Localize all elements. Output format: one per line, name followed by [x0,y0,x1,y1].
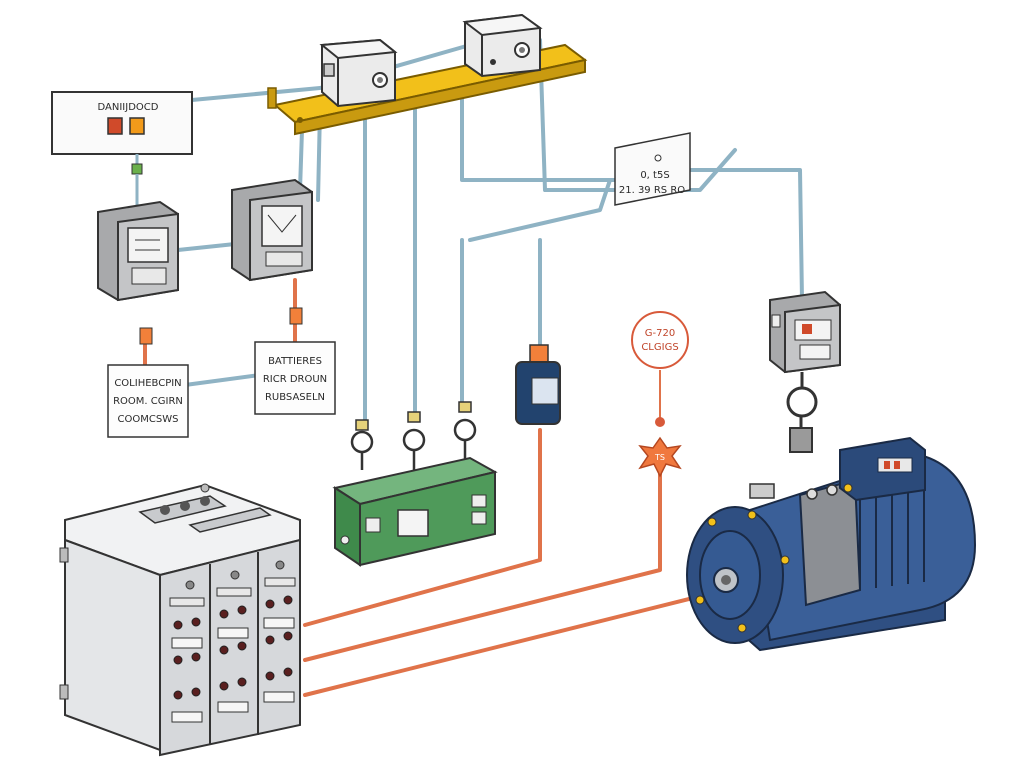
wire-relay-link [176,242,237,252]
ring-caps [355,401,472,431]
svg-text:RUBSASELN: RUBSASELN [265,392,325,403]
svg-text:0, t5S: 0, t5S [640,170,669,181]
wire-bus-drop-3 [460,68,617,182]
warning-star-icon: TS [638,436,682,478]
junction-box-left [319,38,398,108]
note-box-middle: BATTIERES RICR DROUN RUBSASELN [254,341,336,415]
power-wire-1 [303,428,542,627]
svg-text:G-720: G-720 [645,328,675,339]
svg-text:ROOM. CGIRN: ROOM. CGIRN [113,396,183,407]
wire-note-connect [183,373,262,387]
electric-motor [686,436,977,652]
meter-readout: 0, t5S 21. 39 RS RO [614,132,691,206]
note-box-left: COLIHEBCPIN ROOM. CGIRN COOMCSWS [107,364,189,438]
svg-text:COOMCSWS: COOMCSWS [118,414,179,425]
wire-meter-to-motor-relay [688,168,804,302]
svg-text:TS: TS [654,453,665,462]
power-wire-3 [303,588,727,697]
indicator-panel: DANIIJDOCD [51,91,193,205]
fuse-capacitor [515,344,561,425]
ring-terminals [350,418,477,470]
svg-text:RICR DROUN: RICR DROUN [263,374,327,385]
wire-panel-to-bus [190,43,472,102]
svg-text:COLIHEBCPIN: COLIHEBCPIN [114,378,181,389]
svg-text:BATTIERES: BATTIERES [268,356,322,367]
red-tag: G-720 CLGIGS [631,311,689,427]
svg-text:21. 39 RS RO: 21. 39 RS RO [619,185,685,196]
control-cabinet [59,483,301,757]
indicator-lamp-icon [129,117,145,135]
gauge-icon [127,227,169,263]
green-relay-module [332,456,498,567]
wire-long-diagonal [468,178,612,242]
relay-2 [231,178,313,325]
power-wire-2 [303,468,662,662]
indicator-lamp-icon [107,117,123,135]
relay-1 [97,200,179,345]
svg-text:CLGIGS: CLGIGS [641,342,678,353]
signal-wires [176,38,804,422]
gauge-icon [261,205,303,247]
motor-relay-box [769,290,841,453]
indicator-panel-label: DANIIJDOCD [98,102,159,113]
junction-box-right [462,13,543,78]
